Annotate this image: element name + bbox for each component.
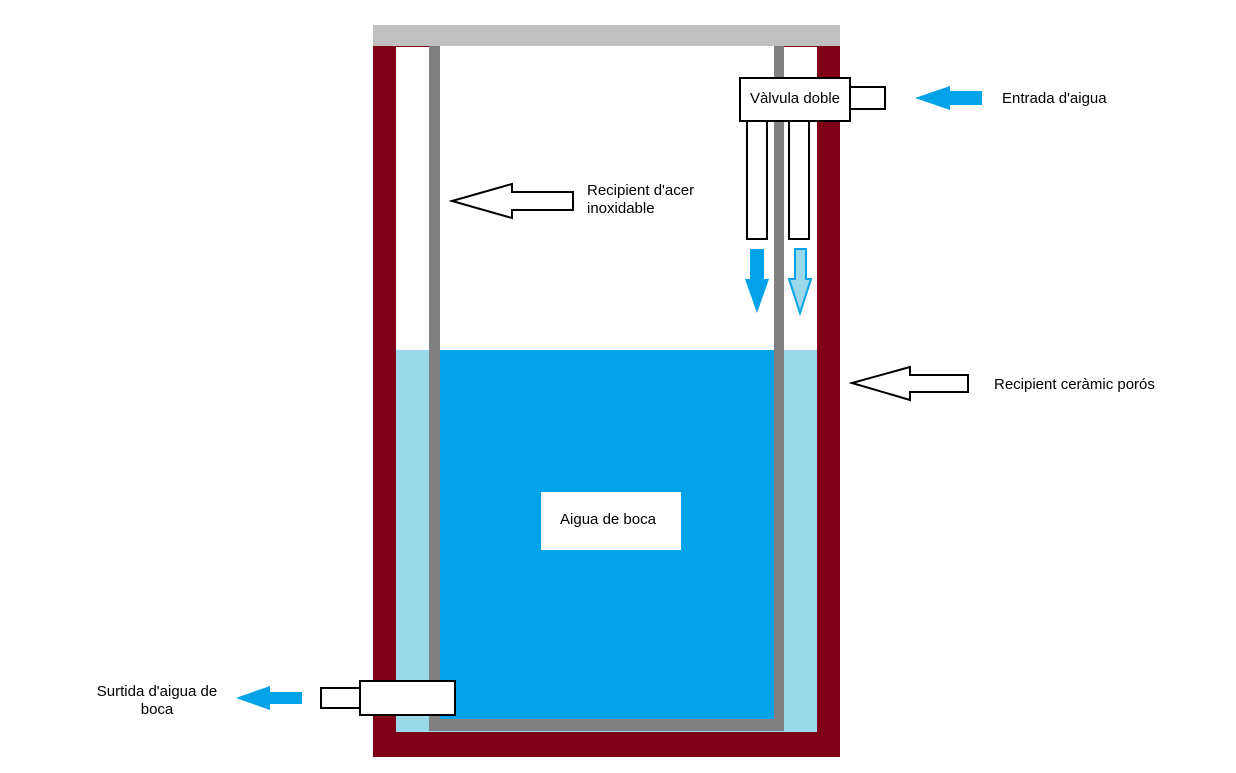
valve-inlet-pipe — [848, 86, 886, 110]
lid — [373, 25, 840, 46]
water-content-label: Aigua de boca — [560, 511, 656, 528]
valve-pipe-right — [788, 120, 810, 240]
valve-pipe-left — [746, 120, 768, 240]
inlet-label: Entrada d'aigua — [1002, 90, 1107, 107]
double-valve — [739, 77, 886, 240]
outlet-pipe-wide — [359, 680, 456, 716]
ceramic-vessel-pointer-icon — [848, 365, 969, 402]
flow-down-arrow-icon — [745, 249, 769, 313]
flow-down-arrow-light-icon — [787, 248, 813, 317]
valve-body — [739, 77, 851, 122]
outlet-pipe — [320, 680, 456, 716]
steel-vessel-label-line1: Recipient d'acer — [587, 182, 695, 199]
water-content-box — [541, 492, 681, 550]
steel-vessel — [429, 46, 784, 731]
outlet-label-line1: Surtida d'aigua de — [96, 683, 218, 700]
outlet-pipe-narrow — [320, 687, 362, 709]
ceramic-vessel-label: Recipient ceràmic porós — [994, 376, 1155, 393]
valve-label: Vàlvula doble — [749, 90, 841, 107]
outlet-label-line2: boca — [140, 701, 174, 718]
steel-vessel-label-line2: inoxidable — [587, 200, 655, 217]
outlet-flow-arrow-icon — [236, 686, 302, 710]
steel-vessel-pointer-icon — [448, 182, 574, 220]
inlet-flow-arrow-icon — [915, 86, 982, 110]
